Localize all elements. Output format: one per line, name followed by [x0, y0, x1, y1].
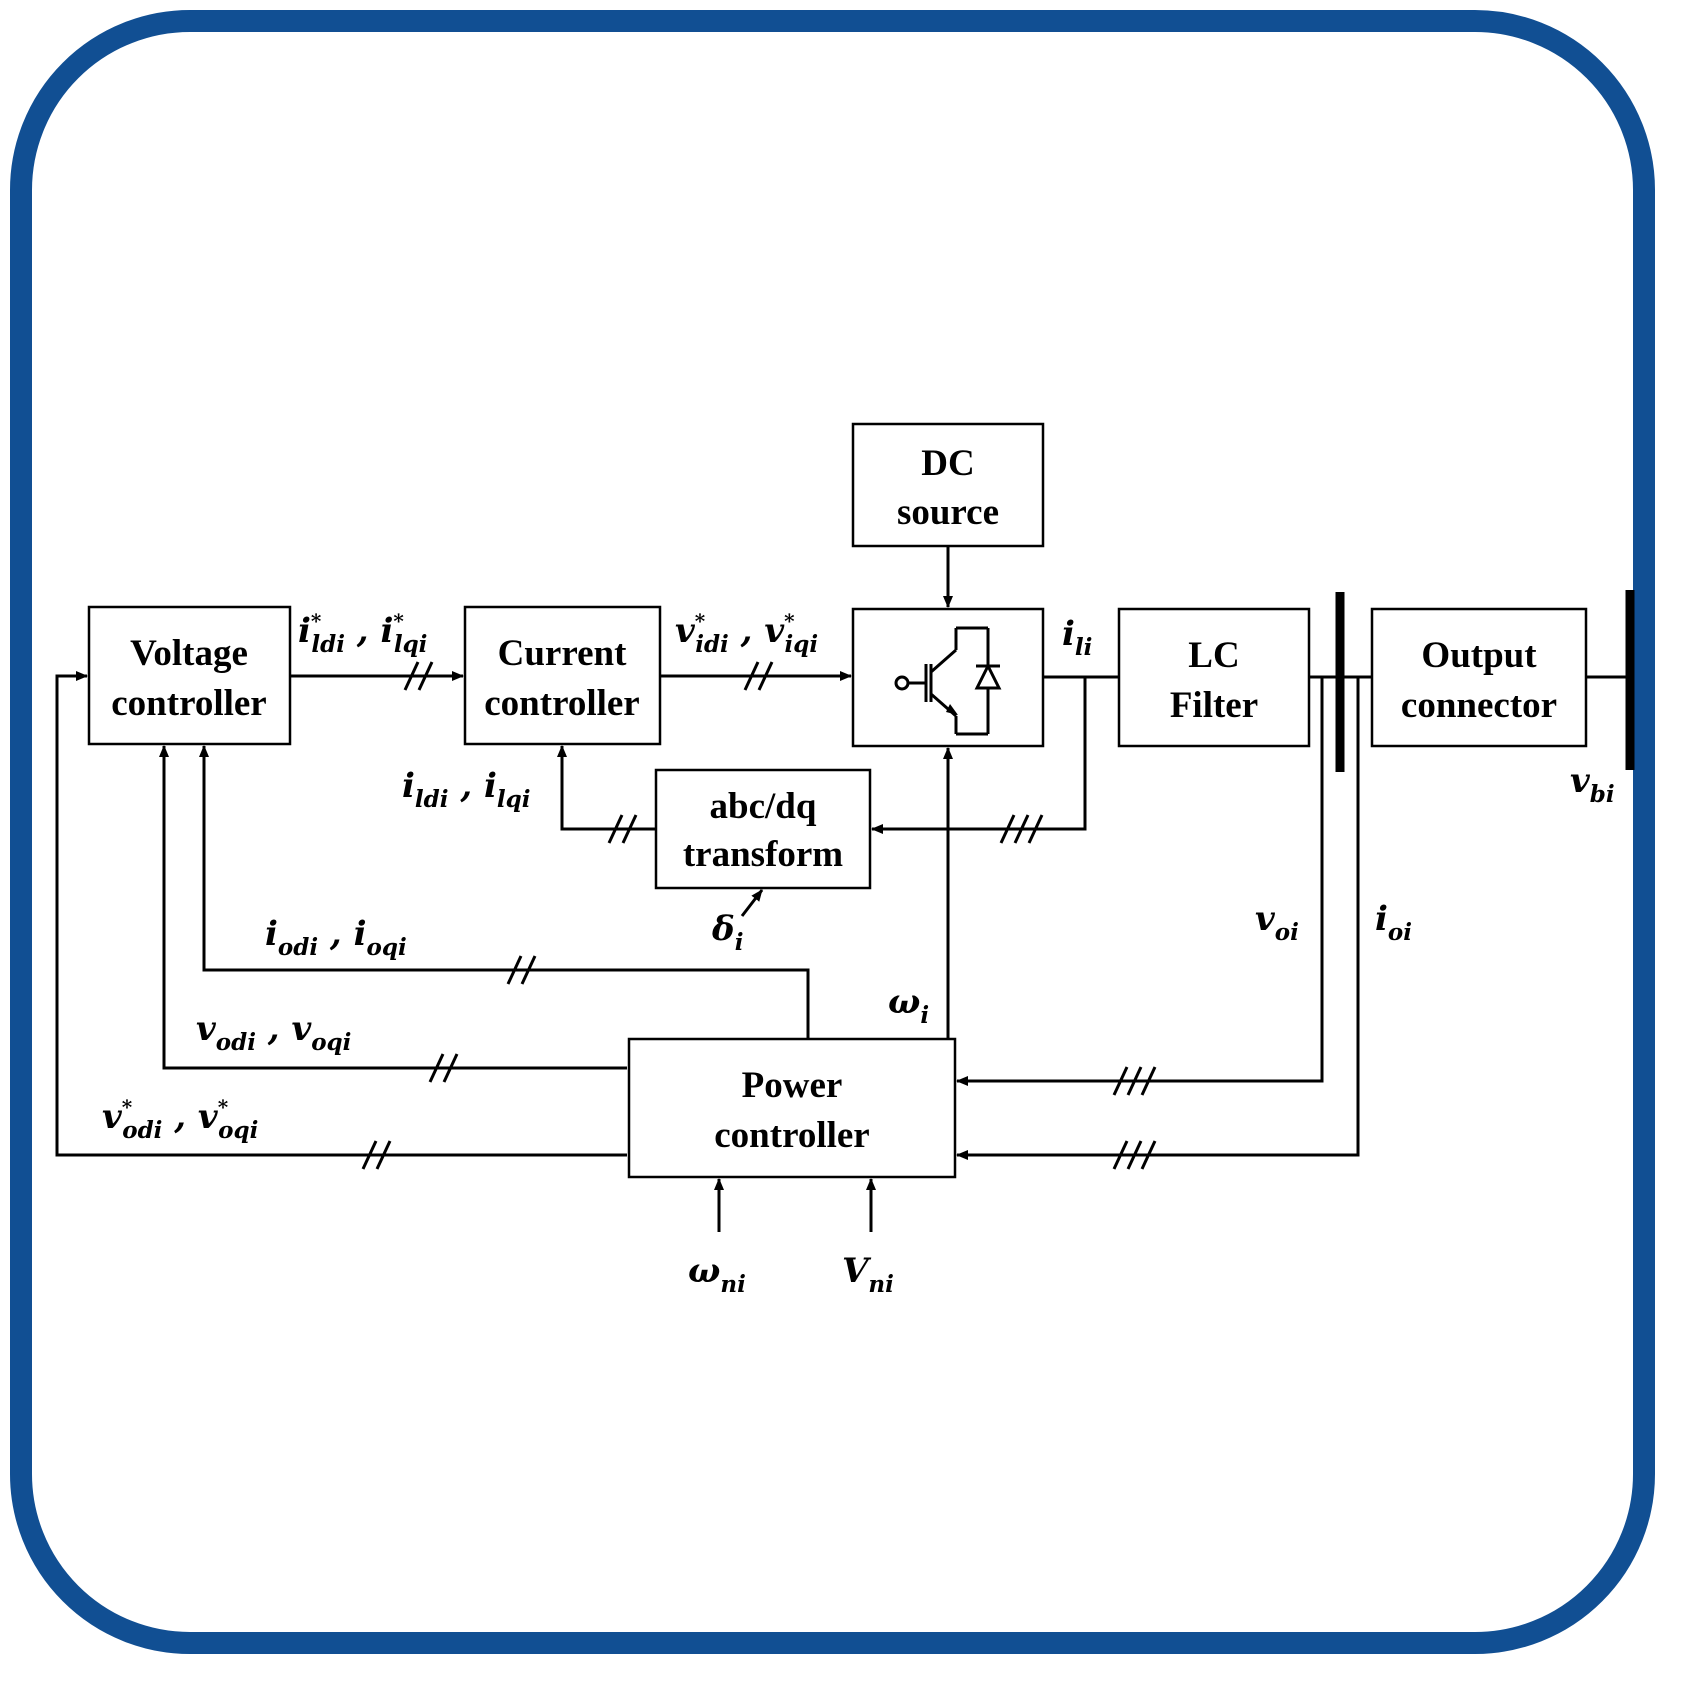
bus-slash-marks: [361, 661, 1157, 1170]
svg-text:connector: connector: [1401, 685, 1557, 726]
dc-source-line2: source: [897, 492, 999, 533]
label-omega: ωi: [888, 982, 929, 1029]
current-controller-line2: controller: [484, 683, 639, 724]
svg-text:LC: LC: [1188, 635, 1239, 676]
label-omega-n: ωni: [688, 1251, 746, 1298]
svg-text:Output: Output: [1421, 635, 1537, 676]
svg-text:controller: controller: [111, 683, 266, 724]
svg-text:abc/dq: abc/dq: [710, 786, 817, 827]
label-i-oi: ioi: [1375, 899, 1412, 946]
svg-text:Filter: Filter: [1170, 685, 1258, 726]
svg-text:Voltage: Voltage: [130, 633, 248, 674]
svg-text:DC: DC: [921, 443, 974, 484]
label-delta: δi: [711, 909, 743, 956]
label-i-l-meas: ildi , ilqi: [402, 766, 530, 813]
label-i-li: ili: [1062, 614, 1092, 661]
output-connector-line1: Output: [1421, 635, 1537, 676]
label-V-n: Vni: [842, 1251, 894, 1298]
inverter-block: [851, 607, 1045, 748]
output-connector-block: Output connector: [1370, 607, 1588, 748]
label-v-bi: vbi: [1570, 761, 1615, 808]
voltage-controller-line1: Voltage: [130, 633, 248, 674]
abc-dq-line1: abc/dq: [710, 786, 817, 827]
power-controller-line1: Power: [742, 1065, 843, 1106]
label-v-o-ref: v*odi , v*oqi: [102, 1095, 258, 1144]
output-connector-line2: connector: [1401, 685, 1557, 726]
label-v-ref: v*idi , v*iqi: [675, 609, 818, 658]
lc-filter-line1: LC: [1188, 635, 1239, 676]
voltage-controller-line2: controller: [111, 683, 266, 724]
dc-source-block: DC source: [851, 422, 1045, 548]
svg-text:controller: controller: [714, 1115, 869, 1156]
dc-source-line1: DC: [921, 443, 974, 484]
abc-dq-transform-block: abc/dq transform: [654, 768, 872, 890]
current-controller-line1: Current: [498, 633, 627, 674]
abc-dq-line2: transform: [683, 834, 843, 875]
label-v-o: vodi , voqi: [196, 1009, 351, 1056]
power-controller-block: Power controller: [627, 1037, 957, 1179]
svg-text:transform: transform: [683, 834, 843, 875]
current-controller-block: Current controller: [463, 605, 662, 746]
voltage-controller-block: Voltage controller: [87, 605, 292, 746]
svg-text:Current: Current: [498, 633, 627, 674]
svg-text:Power: Power: [742, 1065, 843, 1106]
label-i-ref: i*ldi , i*lqi: [298, 609, 427, 658]
lc-filter-block: LC Filter: [1117, 607, 1311, 748]
svg-text:source: source: [897, 492, 999, 533]
svg-text:controller: controller: [484, 683, 639, 724]
power-controller-line2: controller: [714, 1115, 869, 1156]
lc-filter-line2: Filter: [1170, 685, 1258, 726]
label-v-oi: voi: [1255, 899, 1299, 946]
igbt-icon: [894, 626, 1002, 736]
label-i-o: iodi , ioqi: [265, 914, 407, 961]
connections: [55, 546, 1628, 1232]
